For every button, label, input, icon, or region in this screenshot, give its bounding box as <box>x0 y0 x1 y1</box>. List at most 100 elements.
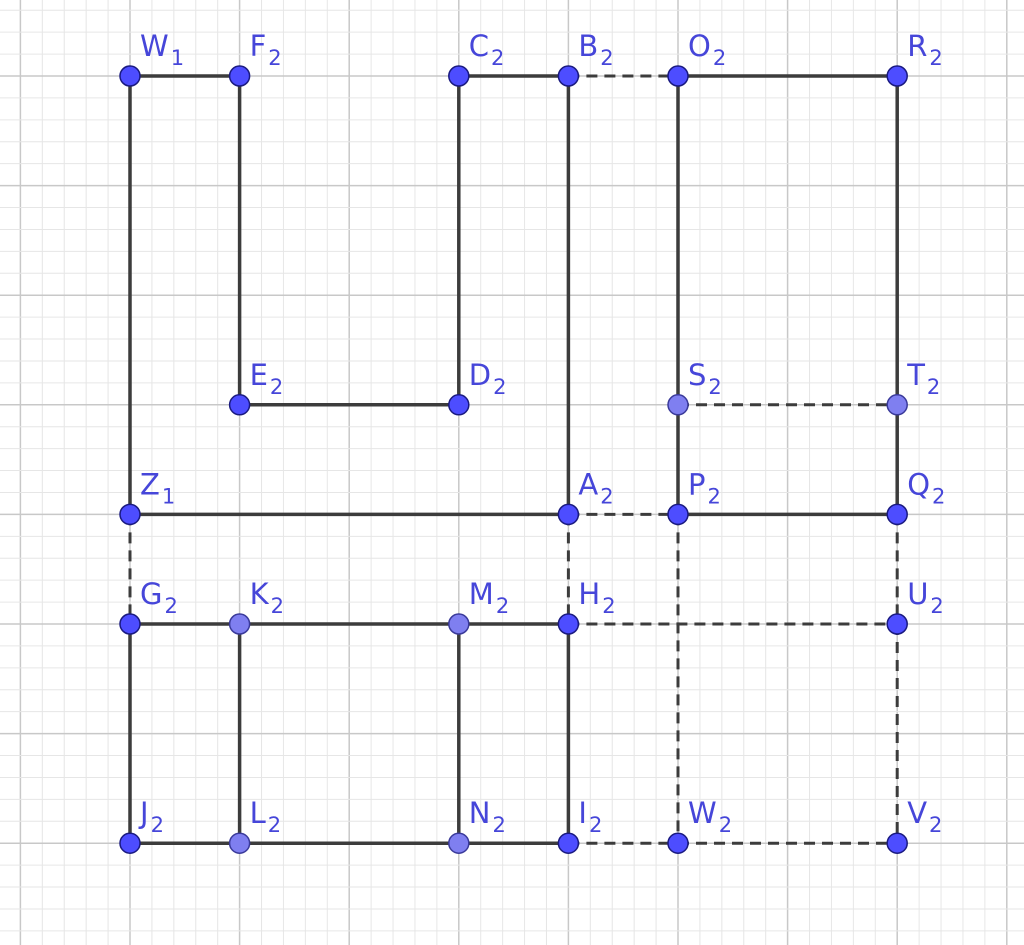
point-label-B2: B2 <box>578 29 613 70</box>
point-V2[interactable] <box>886 832 908 854</box>
label-subscript: 2 <box>932 484 945 508</box>
point-label-T2: T2 <box>906 358 940 399</box>
point-label-J2: J2 <box>138 796 164 837</box>
label-subscript: 2 <box>271 594 284 618</box>
label-subscript: 2 <box>708 375 721 399</box>
label-subscript: 2 <box>496 594 509 618</box>
label-letter: I <box>578 796 587 830</box>
point-label-S2: S2 <box>688 358 722 399</box>
label-letter: C <box>469 29 489 63</box>
label-subscript: 1 <box>162 484 175 508</box>
label-subscript: 1 <box>171 46 184 70</box>
point-label-W2: W2 <box>688 796 732 837</box>
label-subscript: 2 <box>719 813 732 837</box>
label-subscript: 2 <box>600 46 613 70</box>
point-G2[interactable] <box>119 613 141 635</box>
label-subscript: 2 <box>589 813 602 837</box>
point-label-E2: E2 <box>250 358 284 399</box>
point-label-O2: O2 <box>688 29 726 70</box>
point-S2[interactable] <box>667 394 689 416</box>
points <box>119 65 908 854</box>
point-R2[interactable] <box>886 65 908 87</box>
point-C2[interactable] <box>448 65 470 87</box>
point-L2[interactable] <box>228 832 251 854</box>
label-subscript: 2 <box>268 46 281 70</box>
label-letter: D <box>469 358 491 392</box>
label-subscript: 2 <box>270 375 283 399</box>
label-letter: M <box>469 577 494 611</box>
point-label-M2: M2 <box>469 577 509 618</box>
label-subscript: 2 <box>708 484 721 508</box>
point-label-F2: F2 <box>250 29 282 70</box>
point-label-W1: W1 <box>140 29 184 70</box>
point-label-N2: N2 <box>469 796 506 837</box>
label-subscript: 2 <box>602 594 615 618</box>
label-subscript: 2 <box>713 46 726 70</box>
point-T2[interactable] <box>886 394 908 416</box>
label-letter: A <box>578 467 598 501</box>
label-subscript: 2 <box>930 594 943 618</box>
point-U2[interactable] <box>886 613 908 635</box>
point-label-A2: A2 <box>578 467 613 508</box>
point-K2[interactable] <box>228 613 251 635</box>
label-letter: J <box>138 796 149 830</box>
point-label-Q2: Q2 <box>907 467 945 508</box>
label-letter: H <box>578 577 600 611</box>
point-label-Z1: Z1 <box>140 467 175 508</box>
point-M2[interactable] <box>448 613 470 635</box>
point-W2[interactable] <box>667 832 689 854</box>
label-subscript: 2 <box>493 375 506 399</box>
point-N2[interactable] <box>448 832 470 854</box>
label-subscript: 2 <box>929 813 942 837</box>
label-letter: R <box>907 29 927 63</box>
label-subscript: 2 <box>493 813 506 837</box>
point-label-K2: K2 <box>250 577 284 618</box>
label-subscript: 2 <box>164 594 177 618</box>
point-E2[interactable] <box>228 394 251 416</box>
point-label-I2: I2 <box>578 796 602 837</box>
label-letter: U <box>907 577 928 611</box>
label-subscript: 2 <box>268 813 281 837</box>
point-I2[interactable] <box>557 832 580 854</box>
point-label-D2: D2 <box>469 358 507 399</box>
point-label-U2: U2 <box>907 577 944 618</box>
label-letter: O <box>688 29 711 63</box>
point-label-L2: L2 <box>250 796 282 837</box>
point-F2[interactable] <box>228 65 251 87</box>
point-label-G2: G2 <box>140 577 178 618</box>
point-B2[interactable] <box>557 65 580 87</box>
label-letter: K <box>250 577 270 611</box>
label-letter: S <box>688 358 706 392</box>
label-letter: W <box>688 796 717 830</box>
label-letter: V <box>907 796 927 830</box>
point-label-H2: H2 <box>578 577 615 618</box>
label-subscript: 2 <box>929 46 942 70</box>
point-Z1[interactable] <box>119 503 141 526</box>
label-subscript: 2 <box>927 375 940 399</box>
point-label-R2: R2 <box>907 29 943 70</box>
label-letter: N <box>469 796 491 830</box>
point-A2[interactable] <box>557 503 580 526</box>
point-J2[interactable] <box>119 832 141 854</box>
point-label-P2: P2 <box>688 467 721 508</box>
label-letter: B <box>578 29 598 63</box>
label-letter: F <box>250 29 267 63</box>
point-H2[interactable] <box>557 613 580 635</box>
label-subscript: 2 <box>151 813 164 837</box>
segments <box>128 74 899 845</box>
point-Q2[interactable] <box>886 503 908 526</box>
point-O2[interactable] <box>667 65 689 87</box>
label-letter: P <box>688 467 706 501</box>
label-subscript: 2 <box>600 484 613 508</box>
label-letter: T <box>906 358 925 392</box>
point-W1[interactable] <box>119 65 141 87</box>
label-letter: G <box>140 577 162 611</box>
point-label-V2: V2 <box>907 796 942 837</box>
point-D2[interactable] <box>448 394 470 416</box>
point-P2[interactable] <box>667 503 689 526</box>
label-subscript: 2 <box>491 46 504 70</box>
label-letter: L <box>250 796 266 830</box>
point-label-C2: C2 <box>469 29 505 70</box>
